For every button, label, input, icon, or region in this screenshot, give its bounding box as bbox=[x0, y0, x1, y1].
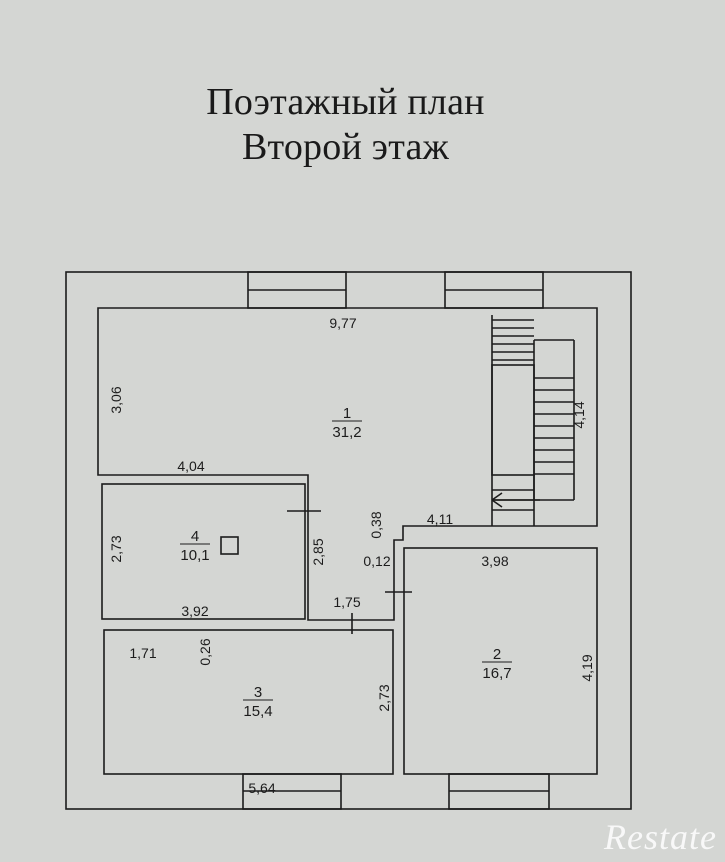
room-4-area: 10,1 bbox=[180, 547, 209, 564]
room-4-label: 4 10,1 bbox=[180, 528, 210, 564]
dim-label: 3,98 bbox=[481, 553, 508, 569]
dim-label: 2,73 bbox=[108, 535, 124, 562]
dim-label: 0,26 bbox=[197, 638, 213, 665]
room-1-walls bbox=[97, 307, 598, 621]
room-3-area: 15,4 bbox=[243, 703, 272, 720]
dim-label: 2,85 bbox=[310, 538, 326, 565]
chimney-square bbox=[220, 536, 239, 555]
watermark-logo: Restate bbox=[604, 817, 717, 857]
dim-label: 0,12 bbox=[363, 553, 390, 569]
dim-label: 3,92 bbox=[181, 603, 208, 619]
room-1-label: 1 31,2 bbox=[332, 405, 362, 441]
room-2-number: 2 bbox=[493, 646, 501, 663]
room-3-number: 3 bbox=[254, 684, 262, 701]
dim-label: 1,71 bbox=[129, 645, 156, 661]
dim-label: 9,77 bbox=[329, 315, 356, 331]
room-4-number: 4 bbox=[191, 528, 199, 545]
dim-label: 4,04 bbox=[177, 458, 204, 474]
outer-wall bbox=[65, 271, 632, 810]
dim-label: 0,38 bbox=[368, 511, 384, 538]
dim-label: 2,73 bbox=[376, 684, 392, 711]
dim-label: 3,06 bbox=[108, 386, 124, 413]
room-1-number: 1 bbox=[343, 405, 351, 422]
room-4-walls bbox=[101, 483, 306, 620]
room-2-area: 16,7 bbox=[482, 665, 511, 682]
room-3-label: 3 15,4 bbox=[243, 684, 273, 720]
dim-label: 5,64 bbox=[248, 780, 275, 796]
room-1-area: 31,2 bbox=[332, 424, 361, 441]
dim-label: 1,75 bbox=[333, 594, 360, 610]
dim-label: 4,14 bbox=[571, 401, 587, 428]
plan-title: Поэтажный план bbox=[206, 81, 485, 123]
staircase bbox=[491, 315, 575, 526]
room-2-label: 2 16,7 bbox=[482, 646, 512, 682]
floor-subtitle: Второй этаж bbox=[242, 126, 449, 168]
dim-label: 4,11 bbox=[427, 511, 453, 527]
dim-label: 4,19 bbox=[579, 654, 595, 681]
